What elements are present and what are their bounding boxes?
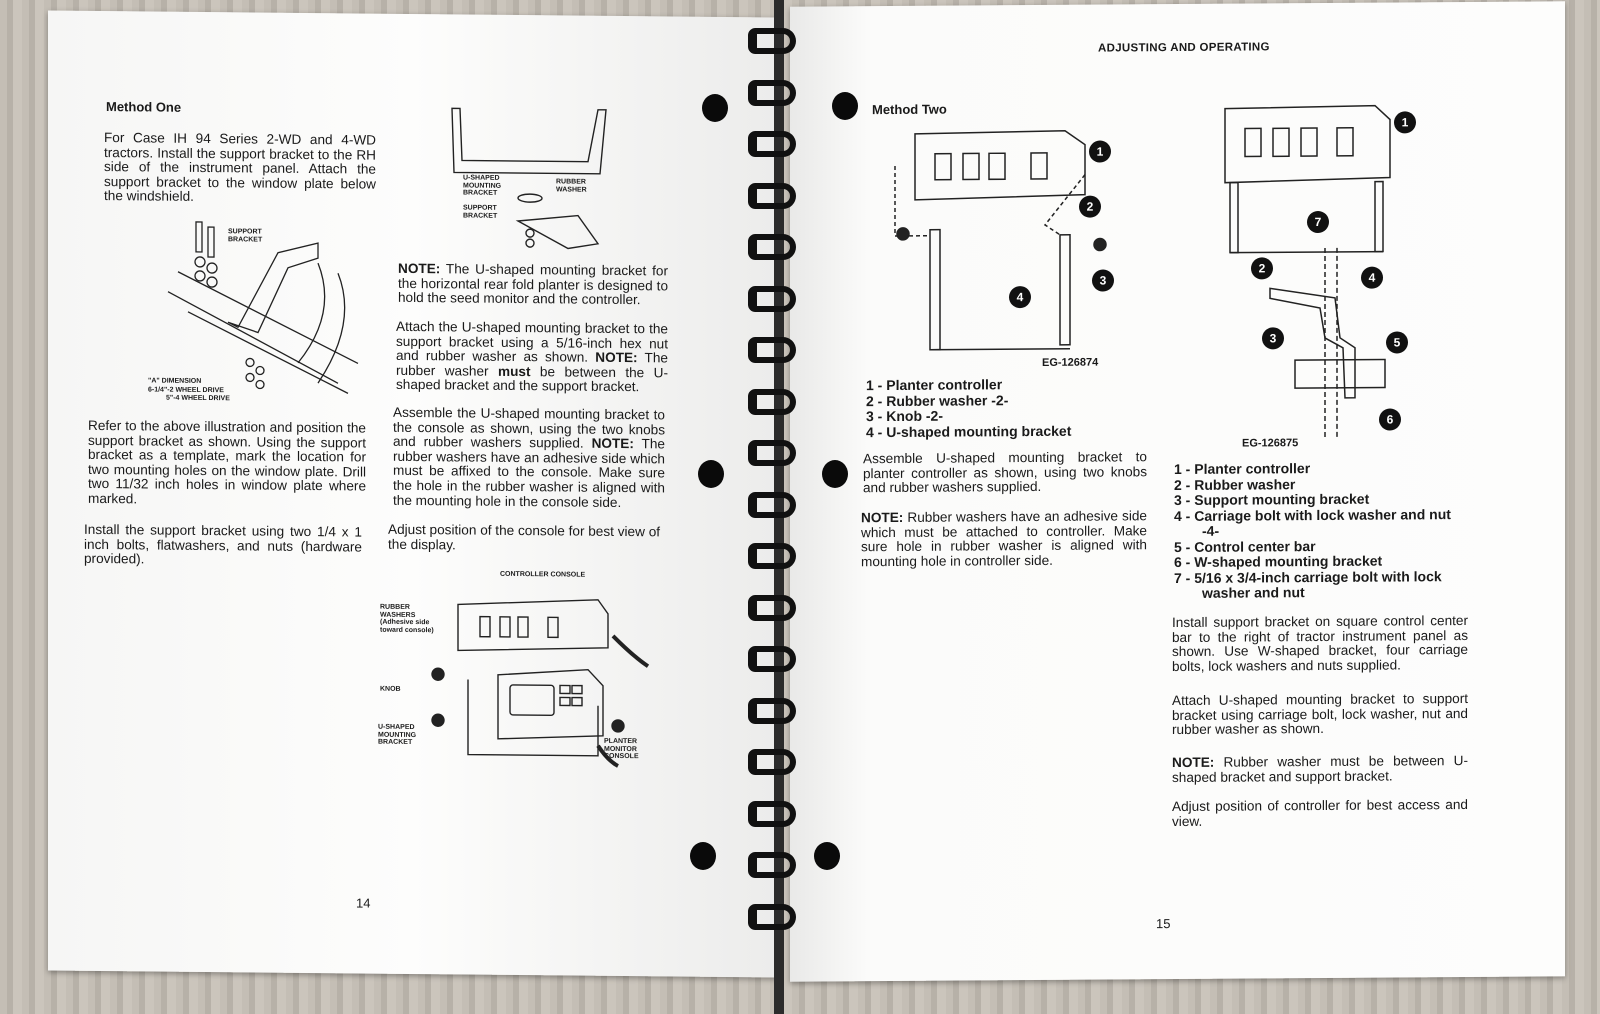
assemble-paragraph: Assemble the U-shaped mounting bracket t… xyxy=(393,405,665,511)
punch-hole xyxy=(814,842,840,870)
section-header: ADJUSTING AND OPERATING xyxy=(1098,41,1270,55)
binding-ring xyxy=(748,491,796,518)
note-label: NOTE: xyxy=(398,260,441,277)
install-support-paragraph: Install support bracket on square contro… xyxy=(1172,612,1468,674)
right-page: ADJUSTING AND OPERATING Method Two 1 2 3… xyxy=(790,1,1565,982)
legend-item: 2 - Rubber washer -2- xyxy=(866,391,1009,409)
method-one-heading: Method One xyxy=(106,99,182,115)
attach-must: must xyxy=(498,363,531,379)
punch-hole xyxy=(832,92,858,120)
label-support-bracket-2: SUPPORT BRACKET xyxy=(463,204,498,220)
binding-ring xyxy=(748,800,796,827)
legend-item: 4 - Carriage bolt with lock washer and n… xyxy=(1174,505,1451,539)
callout-6: 6 xyxy=(1387,412,1394,426)
binding-ring xyxy=(748,234,796,260)
note-u-bracket: NOTE: The U-shaped mounting bracket for … xyxy=(398,260,668,308)
column-two-legend: 1 - Planter controller 2 - Rubber washer… xyxy=(1174,460,1470,602)
binding-ring xyxy=(748,543,796,569)
method-two-legend: 1 - Planter controller 2 - Rubber washer… xyxy=(866,376,1106,440)
label-u-bracket-console: U-SHAPED MOUNTING BRACKET xyxy=(378,723,417,746)
punch-hole xyxy=(690,842,716,870)
controller-console-illustration xyxy=(431,599,650,768)
attach-note-label: NOTE: xyxy=(595,349,638,366)
note-label: NOTE: xyxy=(861,509,904,526)
binding-ring xyxy=(748,337,796,363)
label-planter-monitor: PLANTER MONITOR CONSOLE xyxy=(604,737,639,761)
label-support-bracket: SUPPORT BRACKET xyxy=(228,228,263,244)
method-two-heading: Method Two xyxy=(872,101,947,118)
binding-ring xyxy=(748,182,796,209)
support-bracket-illustration xyxy=(167,221,359,394)
binding-ring xyxy=(748,903,796,930)
punch-hole xyxy=(702,94,728,122)
binding-ring xyxy=(748,285,796,312)
label-knob: KNOB xyxy=(380,685,401,693)
binding-ring xyxy=(748,697,796,724)
punch-hole xyxy=(822,460,848,488)
method-two-mount-illustration: 1 2 3 4 5 6 7 xyxy=(1224,104,1416,438)
note-text: Rubber washer must be between U-shaped b… xyxy=(1172,752,1468,785)
label-dim-4wd: 5"-4 WHEEL DRIVE xyxy=(166,394,230,403)
install-paragraph: Install the support bracket using two 1/… xyxy=(84,521,362,567)
callout-7: 7 xyxy=(1315,215,1322,229)
binding-ring xyxy=(748,646,796,672)
method-two-illustration: 1 2 3 4 xyxy=(894,130,1114,351)
callout-2: 2 xyxy=(1259,261,1266,275)
binding-ring xyxy=(748,388,796,415)
label-u-bracket: U-SHAPED MOUNTING BRACKET xyxy=(463,174,502,197)
note-text: Rubber washers have an adhesive side whi… xyxy=(861,508,1147,569)
note-label: NOTE: xyxy=(1172,754,1215,771)
figure-id-126874: EG-126874 xyxy=(1042,356,1099,369)
callout-3: 3 xyxy=(1100,273,1107,287)
callout-1: 1 xyxy=(1402,115,1409,129)
legend-item: 7 - 5/16 x 3/4-inch carriage bolt with l… xyxy=(1174,567,1442,601)
u-bracket-illustration xyxy=(451,107,607,250)
callout-3: 3 xyxy=(1270,331,1277,345)
callout-4: 4 xyxy=(1369,271,1376,285)
legend-item: 4 - U-shaped mounting bracket xyxy=(866,422,1072,440)
method-two-assemble: Assemble U-shaped mounting bracket to pl… xyxy=(863,449,1147,496)
left-page: Method One For Case IH 94 Series 2-WD an… xyxy=(48,10,778,978)
label-rubber-washers: RUBBER WASHERS (Adhesive side toward con… xyxy=(380,603,434,634)
column-two-note: NOTE: Rubber washer must be between U-sh… xyxy=(1172,752,1468,785)
callout-2: 2 xyxy=(1087,200,1094,214)
refer-paragraph: Refer to the above illustration and posi… xyxy=(88,417,366,507)
legend-item: 1 - Planter controller xyxy=(866,376,1003,394)
page-number-14: 14 xyxy=(356,895,371,911)
figure-id-126875: EG-126875 xyxy=(1242,437,1299,450)
attach-paragraph: Attach the U-shaped mounting bracket to … xyxy=(396,319,668,396)
assemble-note-label: NOTE: xyxy=(591,435,634,452)
punch-hole xyxy=(698,460,724,488)
binding-ring xyxy=(748,131,796,157)
binding-ring xyxy=(748,852,796,878)
label-controller-console: CONTROLLER CONSOLE xyxy=(500,570,586,579)
method-two-note: NOTE: Rubber washers have an adhesive si… xyxy=(861,508,1147,569)
adjust-controller-paragraph: Adjust position of controller for best a… xyxy=(1172,796,1468,829)
binding-ring xyxy=(748,749,796,775)
binding-spine xyxy=(774,0,784,1014)
binding-ring xyxy=(748,440,796,466)
page-number-15: 15 xyxy=(1156,916,1171,932)
callout-1: 1 xyxy=(1097,145,1104,159)
binding-ring xyxy=(748,594,796,621)
adjust-paragraph: Adjust position of the console for best … xyxy=(388,521,661,553)
label-dim-2wd: 6-1/4"-2 WHEEL DRIVE xyxy=(148,386,224,395)
attach-u-bracket-paragraph: Attach U-shaped mounting bracket to supp… xyxy=(1172,690,1468,738)
label-rubber-washer: RUBBER WASHER xyxy=(556,178,587,194)
callout-5: 5 xyxy=(1394,335,1401,349)
callout-4: 4 xyxy=(1017,290,1024,304)
method-one-intro: For Case IH 94 Series 2-WD and 4-WD trac… xyxy=(104,130,376,205)
label-a-dimension: "A" DIMENSION xyxy=(148,377,202,385)
binding-ring xyxy=(748,28,796,54)
binding-ring xyxy=(748,79,796,106)
